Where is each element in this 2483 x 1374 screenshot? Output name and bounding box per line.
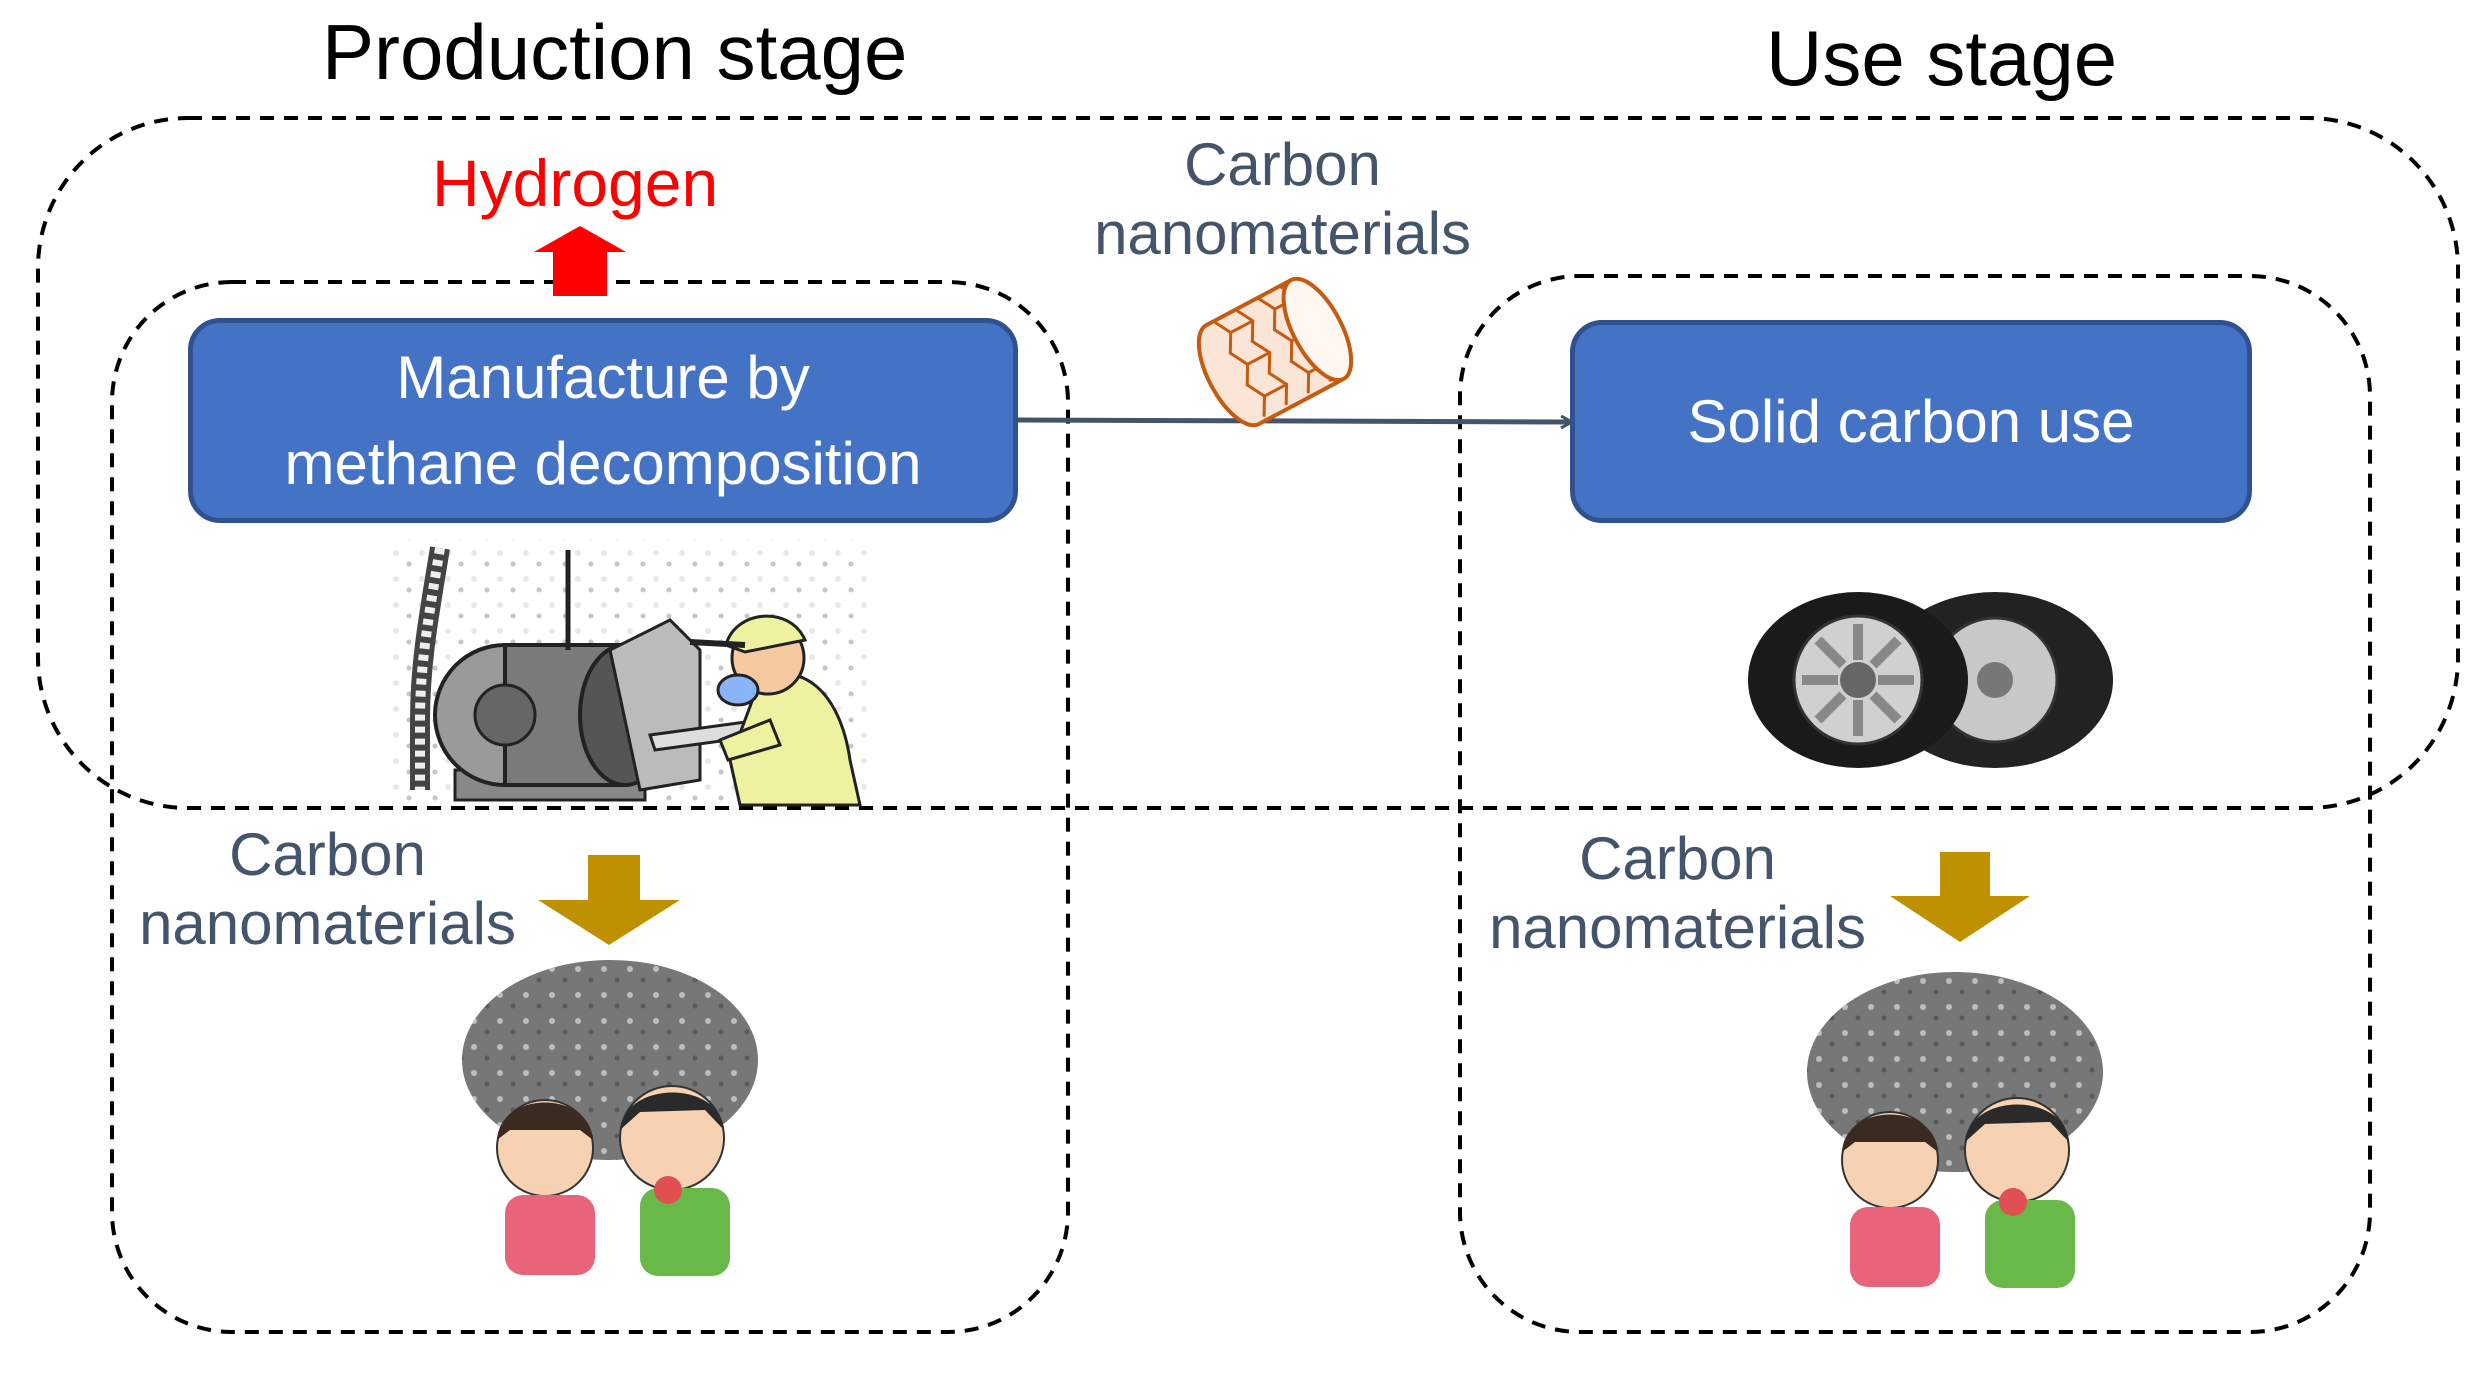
release-arrow-use [1890, 852, 2030, 942]
transfer-connector [1017, 420, 1572, 422]
release-label-use-line1: Carbon [1579, 825, 1776, 892]
solid-carbon-use-label: Solid carbon use [1687, 387, 2135, 455]
use-boundary [1458, 274, 2372, 1334]
release-label-production-line1: Carbon [229, 821, 426, 888]
use-stage-title: Use stage [1766, 14, 2118, 102]
dust-cloud-people-icon [462, 960, 758, 1276]
transfer-label-line1: Carbon [1184, 131, 1381, 198]
manufacture-box-line2: methane decomposition [284, 429, 922, 497]
transfer-label: Carbon nanomaterials [1090, 130, 1475, 268]
release-arrow-production [538, 855, 680, 945]
hydrogen-label: Hydrogen [432, 146, 719, 220]
dust-cloud-people-icon [1807, 972, 2103, 1288]
release-label-use: Carbon nanomaterials [1480, 824, 1875, 962]
carbon-nanotube-icon [1196, 276, 1354, 428]
release-label-production: Carbon nanomaterials [130, 820, 525, 958]
transfer-label-line2: nanomaterials [1094, 200, 1471, 267]
tires-icon [1748, 592, 2113, 768]
manufacture-box: Manufacture by methane decomposition [188, 318, 1018, 523]
release-label-use-line2: nanomaterials [1489, 894, 1866, 961]
production-boundary [110, 280, 1070, 1334]
manufacture-box-line1: Manufacture by [396, 344, 810, 412]
release-label-production-line2: nanomaterials [139, 890, 516, 957]
hydrogen-arrow [534, 226, 626, 296]
solid-carbon-use-box: Solid carbon use [1570, 320, 2252, 523]
production-stage-title: Production stage [322, 8, 908, 96]
system-boundary [36, 116, 2460, 810]
grinding-machine-worker-icon [390, 540, 870, 810]
